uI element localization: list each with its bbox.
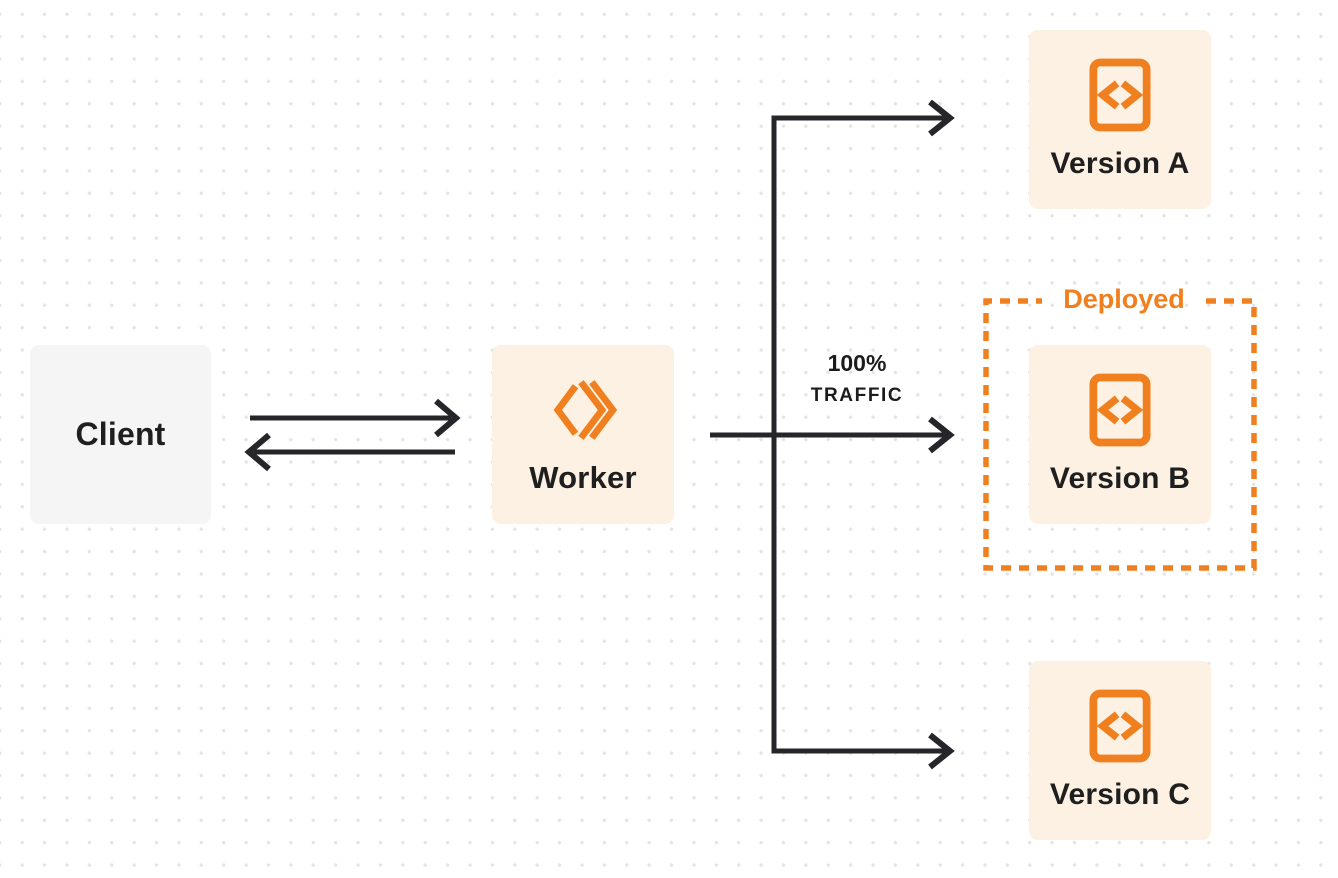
version-a-node: Version A bbox=[1029, 30, 1211, 209]
arrowhead-version-c bbox=[928, 732, 955, 770]
arrowhead-worker-to-client bbox=[244, 432, 271, 472]
version-b-node: Version B bbox=[1029, 345, 1211, 524]
traffic-annotation: 100% TRAFFIC bbox=[782, 350, 932, 406]
traffic-percent: 100% bbox=[827, 350, 887, 376]
version-b-label: Version B bbox=[1049, 462, 1191, 495]
arrowhead-version-a bbox=[928, 99, 955, 137]
code-file-icon bbox=[1089, 58, 1151, 132]
code-file-icon bbox=[1089, 373, 1151, 447]
edge-branch-trunk bbox=[771, 115, 946, 754]
arrowhead-version-b bbox=[928, 416, 955, 454]
cloudflare-workers-logo-icon bbox=[553, 379, 617, 440]
deployed-badge: Deployed bbox=[1063, 284, 1185, 314]
arrowhead-client-to-worker bbox=[434, 398, 461, 438]
version-c-label: Version C bbox=[1049, 778, 1191, 811]
client-node: Client bbox=[30, 345, 211, 524]
version-a-label: Version A bbox=[1050, 147, 1190, 180]
traffic-word: TRAFFIC bbox=[810, 385, 904, 406]
version-c-node: Version C bbox=[1029, 661, 1211, 840]
worker-node: Worker bbox=[492, 345, 674, 524]
code-file-icon bbox=[1089, 689, 1151, 763]
worker-label: Worker bbox=[529, 459, 637, 495]
client-label: Client bbox=[75, 416, 166, 452]
